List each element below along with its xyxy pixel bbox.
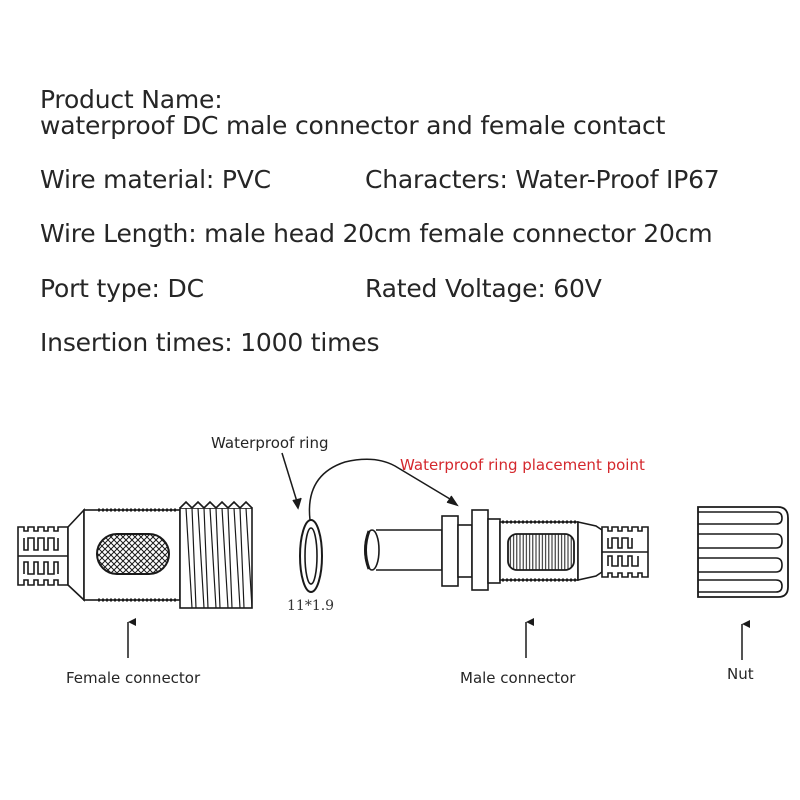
rated-voltage: Rated Voltage: 60V: [365, 274, 602, 303]
female-taper: [67, 507, 85, 602]
insertion-times: Insertion times: 1000 times: [40, 328, 380, 357]
male-flange-2: [471, 509, 489, 591]
female-strain-relief: [17, 526, 69, 586]
male-connector-label: Male connector: [460, 669, 576, 687]
male-strain-relief: [601, 526, 649, 578]
ring-dimension-label: 11*1.9: [287, 598, 335, 614]
waterproof-ring-drawing: [299, 519, 323, 593]
nut-label: Nut: [727, 665, 754, 683]
male-connector-drawing: [364, 509, 649, 591]
waterproof-ring-label: Waterproof ring: [211, 434, 329, 452]
ring-leader-line: [281, 452, 299, 506]
placement-leader-line: [308, 458, 456, 521]
placement-point-label: Waterproof ring placement point: [400, 456, 645, 474]
nut-drawing: [697, 506, 789, 598]
female-connector-label: Female connector: [66, 669, 201, 687]
wire-length: Wire Length: male head 20cm female conne…: [40, 219, 713, 248]
female-grip-knurl: [96, 533, 170, 575]
product-name-label: Product Name:: [40, 85, 223, 114]
port-type: Port type: DC: [40, 274, 204, 303]
product-name-value: waterproof DC male connector and female …: [40, 111, 666, 140]
characters: Characters: Water-Proof IP67: [365, 165, 720, 194]
female-thread: [179, 500, 253, 609]
male-flange-1: [441, 515, 459, 587]
male-grip-ribs: [507, 533, 575, 571]
female-connector-drawing: [17, 500, 253, 609]
wire-material: Wire material: PVC: [40, 165, 271, 194]
